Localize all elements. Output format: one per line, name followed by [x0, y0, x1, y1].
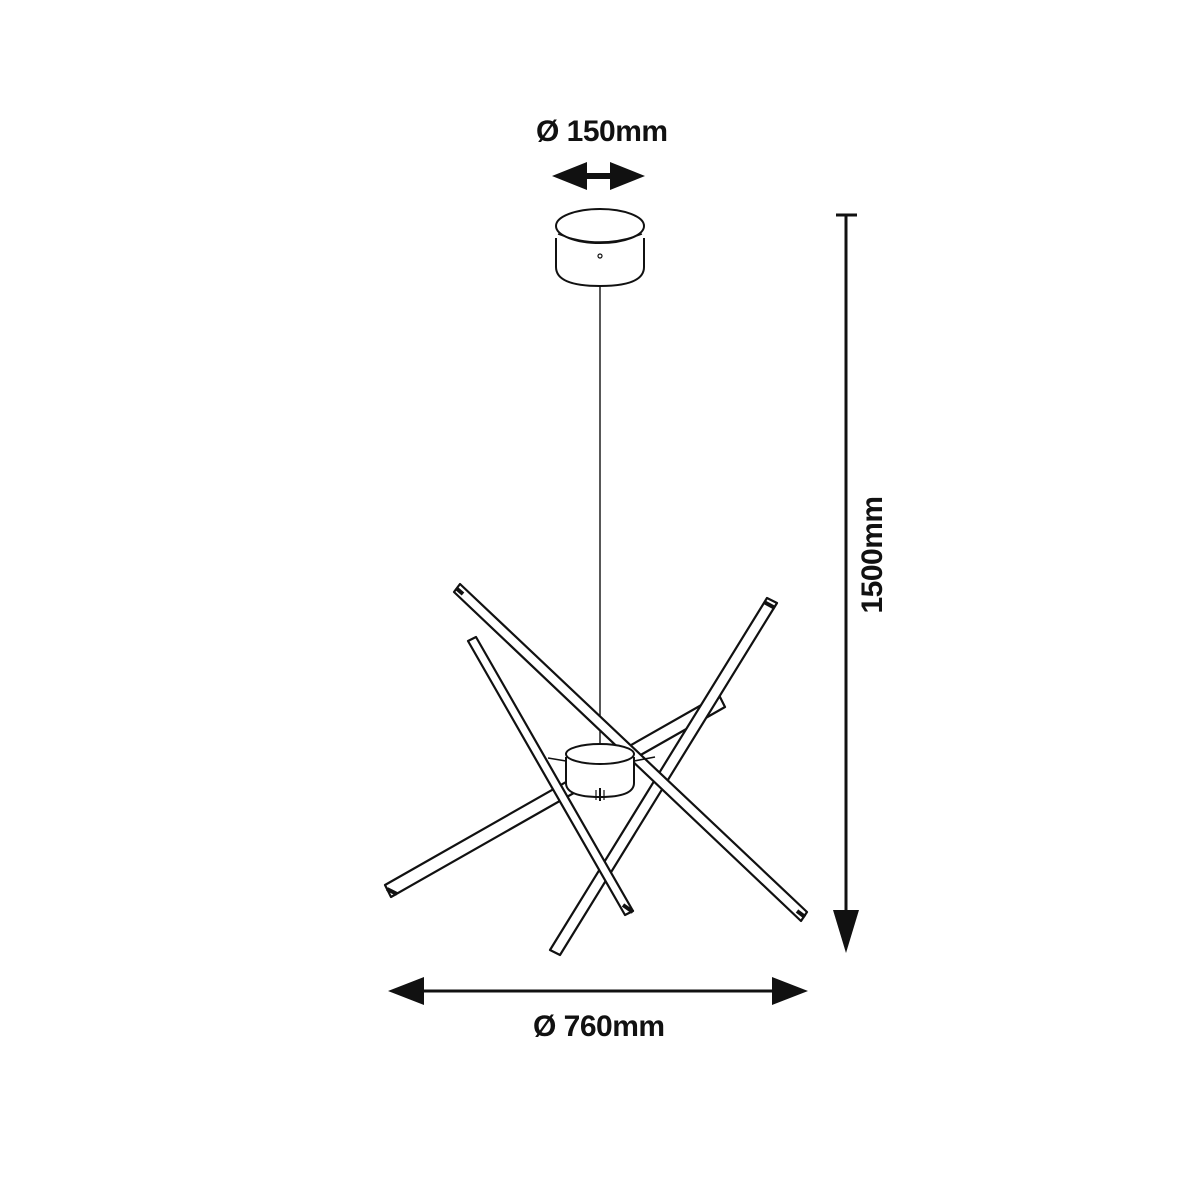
- height-dimension-arrow: [833, 213, 859, 953]
- led-rod: [466, 635, 635, 917]
- width-dimension-arrow: [388, 977, 808, 1005]
- central-hub: [547, 743, 656, 801]
- overall-height-label: 1500mm: [856, 496, 889, 614]
- canopy-width-arrow: [552, 162, 645, 190]
- canopy-diameter-label: Ø 150mm: [536, 115, 668, 148]
- overall-diameter-label: Ø 760mm: [533, 1010, 665, 1043]
- ceiling-canopy: [555, 208, 645, 288]
